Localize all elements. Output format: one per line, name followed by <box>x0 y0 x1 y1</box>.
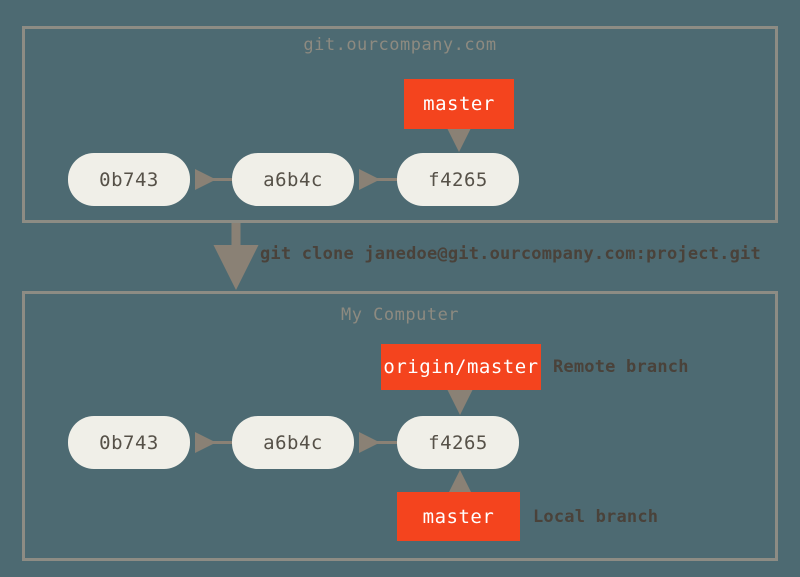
commit-node-local-0b743[interactable]: 0b743 <box>68 416 190 469</box>
annotation-local-branch: Local branch <box>533 507 659 527</box>
branch-label-local-master[interactable]: master <box>397 492 520 541</box>
zone-my-computer <box>22 291 778 561</box>
zone-my-computer-title: My Computer <box>340 305 460 325</box>
commit-node-remote-0b743[interactable]: 0b743 <box>68 153 190 206</box>
commit-node-remote-a6b4c[interactable]: a6b4c <box>232 153 354 206</box>
commit-node-remote-f4265[interactable]: f4265 <box>397 153 519 206</box>
zone-remote-server-title: git.ourcompany.com <box>303 35 497 55</box>
clone-command-text: git clone janedoe@git.ourcompany.com:pro… <box>260 244 761 264</box>
commit-node-local-a6b4c[interactable]: a6b4c <box>232 416 354 469</box>
branch-label-origin-master[interactable]: origin/master <box>381 344 541 390</box>
annotation-remote-branch: Remote branch <box>553 357 689 377</box>
commit-node-local-f4265[interactable]: f4265 <box>397 416 519 469</box>
branch-label-remote-master[interactable]: master <box>404 79 514 129</box>
zone-remote-server <box>22 26 778 223</box>
